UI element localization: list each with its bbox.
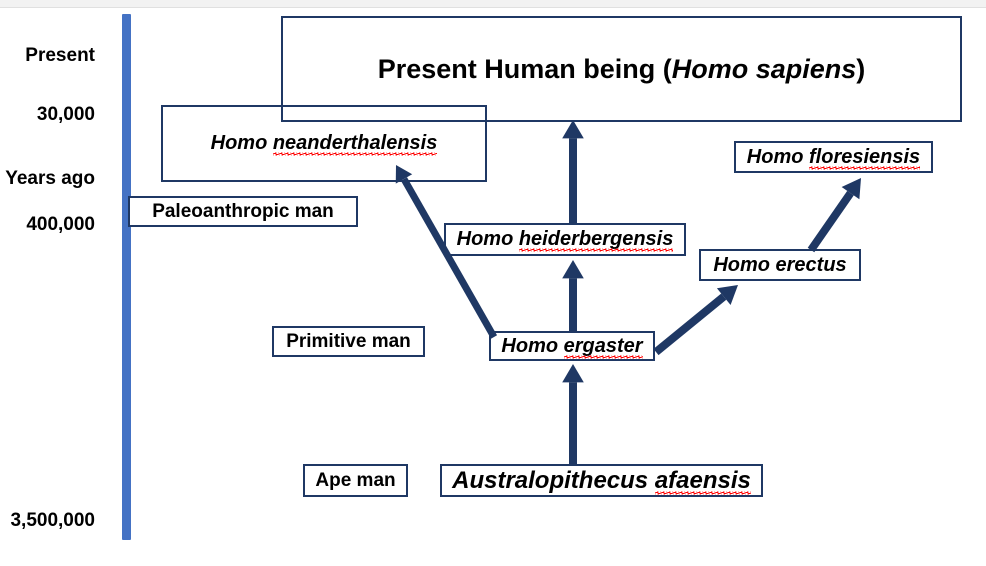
scientific-epithet: heiderbergensis	[518, 228, 674, 252]
scientific-epithet: neanderthalensis	[272, 132, 438, 156]
scientific-epithet: afaensis	[654, 466, 751, 496]
node-box-primitive-man: Primitive man	[272, 326, 425, 357]
scientific-name: Homo sapiens	[671, 53, 857, 84]
axis-tick-label: Years ago	[5, 168, 95, 189]
node-label-homo-heiderbergensis: Homo heiderbergensis	[456, 228, 674, 252]
label-text: Homo	[501, 334, 564, 357]
node-box-homo-erectus: Homo erectus	[699, 249, 861, 281]
axis-tick-label: 3,500,000	[10, 510, 95, 531]
window-top-band	[0, 0, 986, 8]
label-text: Homo	[456, 228, 519, 250]
node-box-homo-ergaster: Homo ergaster	[489, 331, 655, 361]
label-text: Homo	[746, 145, 810, 168]
node-label-present-human-being: Present Human being (Homo sapiens)	[378, 55, 866, 83]
node-box-homo-floresiensis: Homo floresiensis	[734, 141, 933, 173]
node-label-australopithecus-afaensis: Australopithecus afaensis	[452, 466, 751, 496]
node-label-homo-floresiensis: Homo floresiensis	[746, 145, 921, 170]
node-label-homo-neanderthalensis: Homo neanderthalensis	[210, 132, 438, 156]
scientific-epithet: ergaster	[563, 334, 643, 359]
axis-tick-label: 400,000	[26, 214, 95, 235]
node-box-present-human-being: Present Human being (Homo sapiens)	[281, 16, 962, 122]
node-box-australopithecus-afaensis: Australopithecus afaensis	[440, 464, 763, 497]
node-label-homo-ergaster: Homo ergaster	[501, 334, 643, 359]
node-label-primitive-man: Primitive man	[286, 330, 411, 352]
label-text: Homo	[210, 132, 273, 154]
timeline-bar	[122, 14, 131, 540]
node-label-homo-erectus: Homo erectus	[713, 253, 847, 276]
node-box-ape-man: Ape man	[303, 464, 408, 497]
node-box-homo-heiderbergensis: Homo heiderbergensis	[444, 223, 686, 256]
node-box-homo-neanderthalensis: Homo neanderthalensis	[161, 105, 487, 182]
label-text: Present Human being (	[377, 53, 672, 84]
node-label-ape-man: Ape man	[315, 469, 396, 491]
axis-tick-label: 30,000	[36, 104, 95, 125]
label-text: Homo erectus	[713, 253, 847, 276]
scientific-epithet: floresiensis	[809, 145, 921, 170]
label-text: Australopithecus	[452, 466, 655, 494]
axis-tick-label: Present	[25, 45, 95, 66]
label-suffix: )	[856, 53, 866, 84]
node-box-paleoanthropic-man: Paleoanthropic man	[128, 196, 358, 227]
node-label-paleoanthropic-man: Paleoanthropic man	[152, 200, 334, 222]
